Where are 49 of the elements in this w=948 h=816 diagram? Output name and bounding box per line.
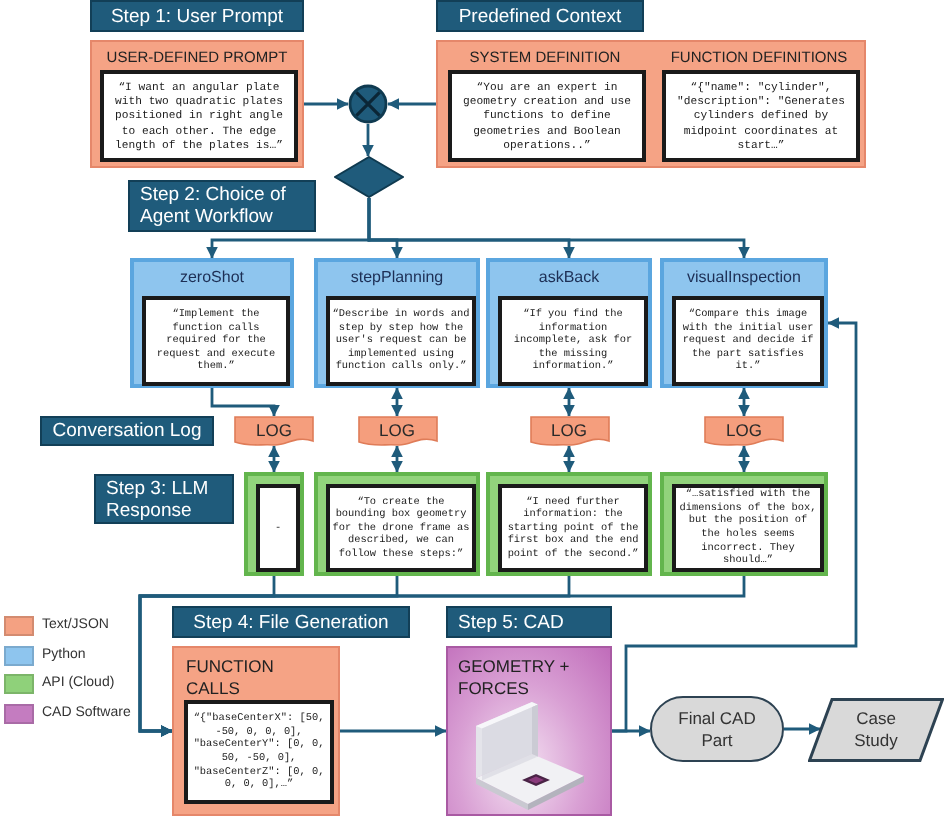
step-header: Conversation Log <box>40 416 214 446</box>
decision-diamond <box>334 156 404 198</box>
step-header: Predefined Context <box>436 0 644 32</box>
arrow <box>367 198 750 259</box>
arrow <box>362 124 374 157</box>
merge-circle <box>348 84 388 124</box>
workflow-panel <box>314 258 480 388</box>
panel-heading: FUNCTION CALLS <box>186 656 274 698</box>
step-header: Step 4: File Generation <box>172 606 410 638</box>
step-header: Step 2: Choice of Agent Workflow <box>128 180 316 232</box>
workflow-title: visualInspection <box>687 266 801 288</box>
workflow-title: askBack <box>538 266 600 288</box>
cad-panel <box>446 646 612 816</box>
arrow <box>387 98 436 110</box>
workflow-panel <box>660 258 828 388</box>
workflow-panel <box>130 258 294 388</box>
log-banner: LOG <box>704 416 784 446</box>
arrow <box>612 317 858 733</box>
double-arrow <box>391 387 403 417</box>
response-panel <box>314 472 480 576</box>
workflow-panel <box>486 258 652 388</box>
arrow <box>784 723 821 735</box>
double-arrow <box>738 445 750 473</box>
arrow <box>340 725 447 737</box>
function-calls-panel <box>172 646 340 816</box>
step-header: Step 1: User Prompt <box>90 0 304 32</box>
step-header: Step 3: LLM Response <box>94 474 234 524</box>
workflow-title: zeroShot <box>179 266 245 288</box>
response-panel <box>486 472 652 576</box>
double-arrow <box>563 445 575 473</box>
response-panel <box>660 472 828 576</box>
context-panel <box>436 40 866 168</box>
log-banner: LOG <box>529 416 609 446</box>
double-arrow <box>738 387 750 417</box>
double-arrow <box>268 445 280 473</box>
parallelogram-node: Case Study <box>808 698 944 762</box>
log-banner: LOG <box>234 416 314 446</box>
panel-heading: GEOMETRY + FORCES <box>458 656 572 698</box>
double-arrow <box>563 387 575 417</box>
arrow <box>210 388 280 417</box>
arrow <box>138 576 746 737</box>
log-banner: LOG <box>357 416 437 446</box>
terminator-node: Final CAD Part <box>650 696 784 762</box>
double-arrow <box>391 445 403 473</box>
prompt-panel <box>90 40 304 168</box>
workflow-title: stepPlanning <box>350 266 444 288</box>
response-panel <box>244 472 304 576</box>
arrow <box>304 98 349 110</box>
step-header: Step 5: CAD <box>446 606 612 638</box>
